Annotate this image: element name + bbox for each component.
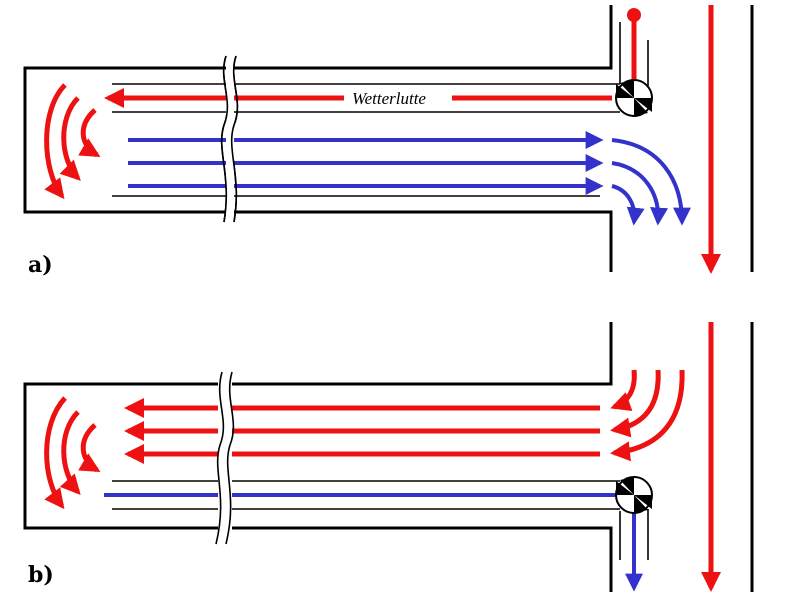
face-swirl-3-a <box>78 108 101 158</box>
fan-icon <box>615 79 653 117</box>
exhaust-curve-1-a <box>611 138 691 226</box>
face-swirl-2-a <box>59 96 81 181</box>
break-mark-b <box>215 371 225 545</box>
drift-outline-a <box>23 5 613 272</box>
face-swirl-3-b <box>78 423 101 473</box>
fresh-air-curve-2-b <box>610 369 661 438</box>
panel-label-b: b) <box>28 562 54 588</box>
fresh-air-curve-3-b <box>610 369 685 462</box>
face-swirl-1-b <box>44 396 67 510</box>
face-swirl-2-b <box>59 410 81 495</box>
panel-label-a: a) <box>28 252 53 278</box>
lamp-icon <box>627 8 641 22</box>
face-swirl-1-a <box>44 83 67 200</box>
fresh-air-curve-1-b <box>610 369 637 412</box>
panel-a: Wetterlutte a) <box>23 5 754 278</box>
fan-icon <box>615 476 653 514</box>
drift-outline-b <box>23 322 613 592</box>
exhaust-curve-3-a <box>611 184 645 226</box>
exhaust-curve-2-a <box>611 161 669 226</box>
duct-label-bg <box>344 88 452 108</box>
panel-b: b) <box>23 322 754 592</box>
duct-label: Wetterlutte <box>352 89 426 108</box>
